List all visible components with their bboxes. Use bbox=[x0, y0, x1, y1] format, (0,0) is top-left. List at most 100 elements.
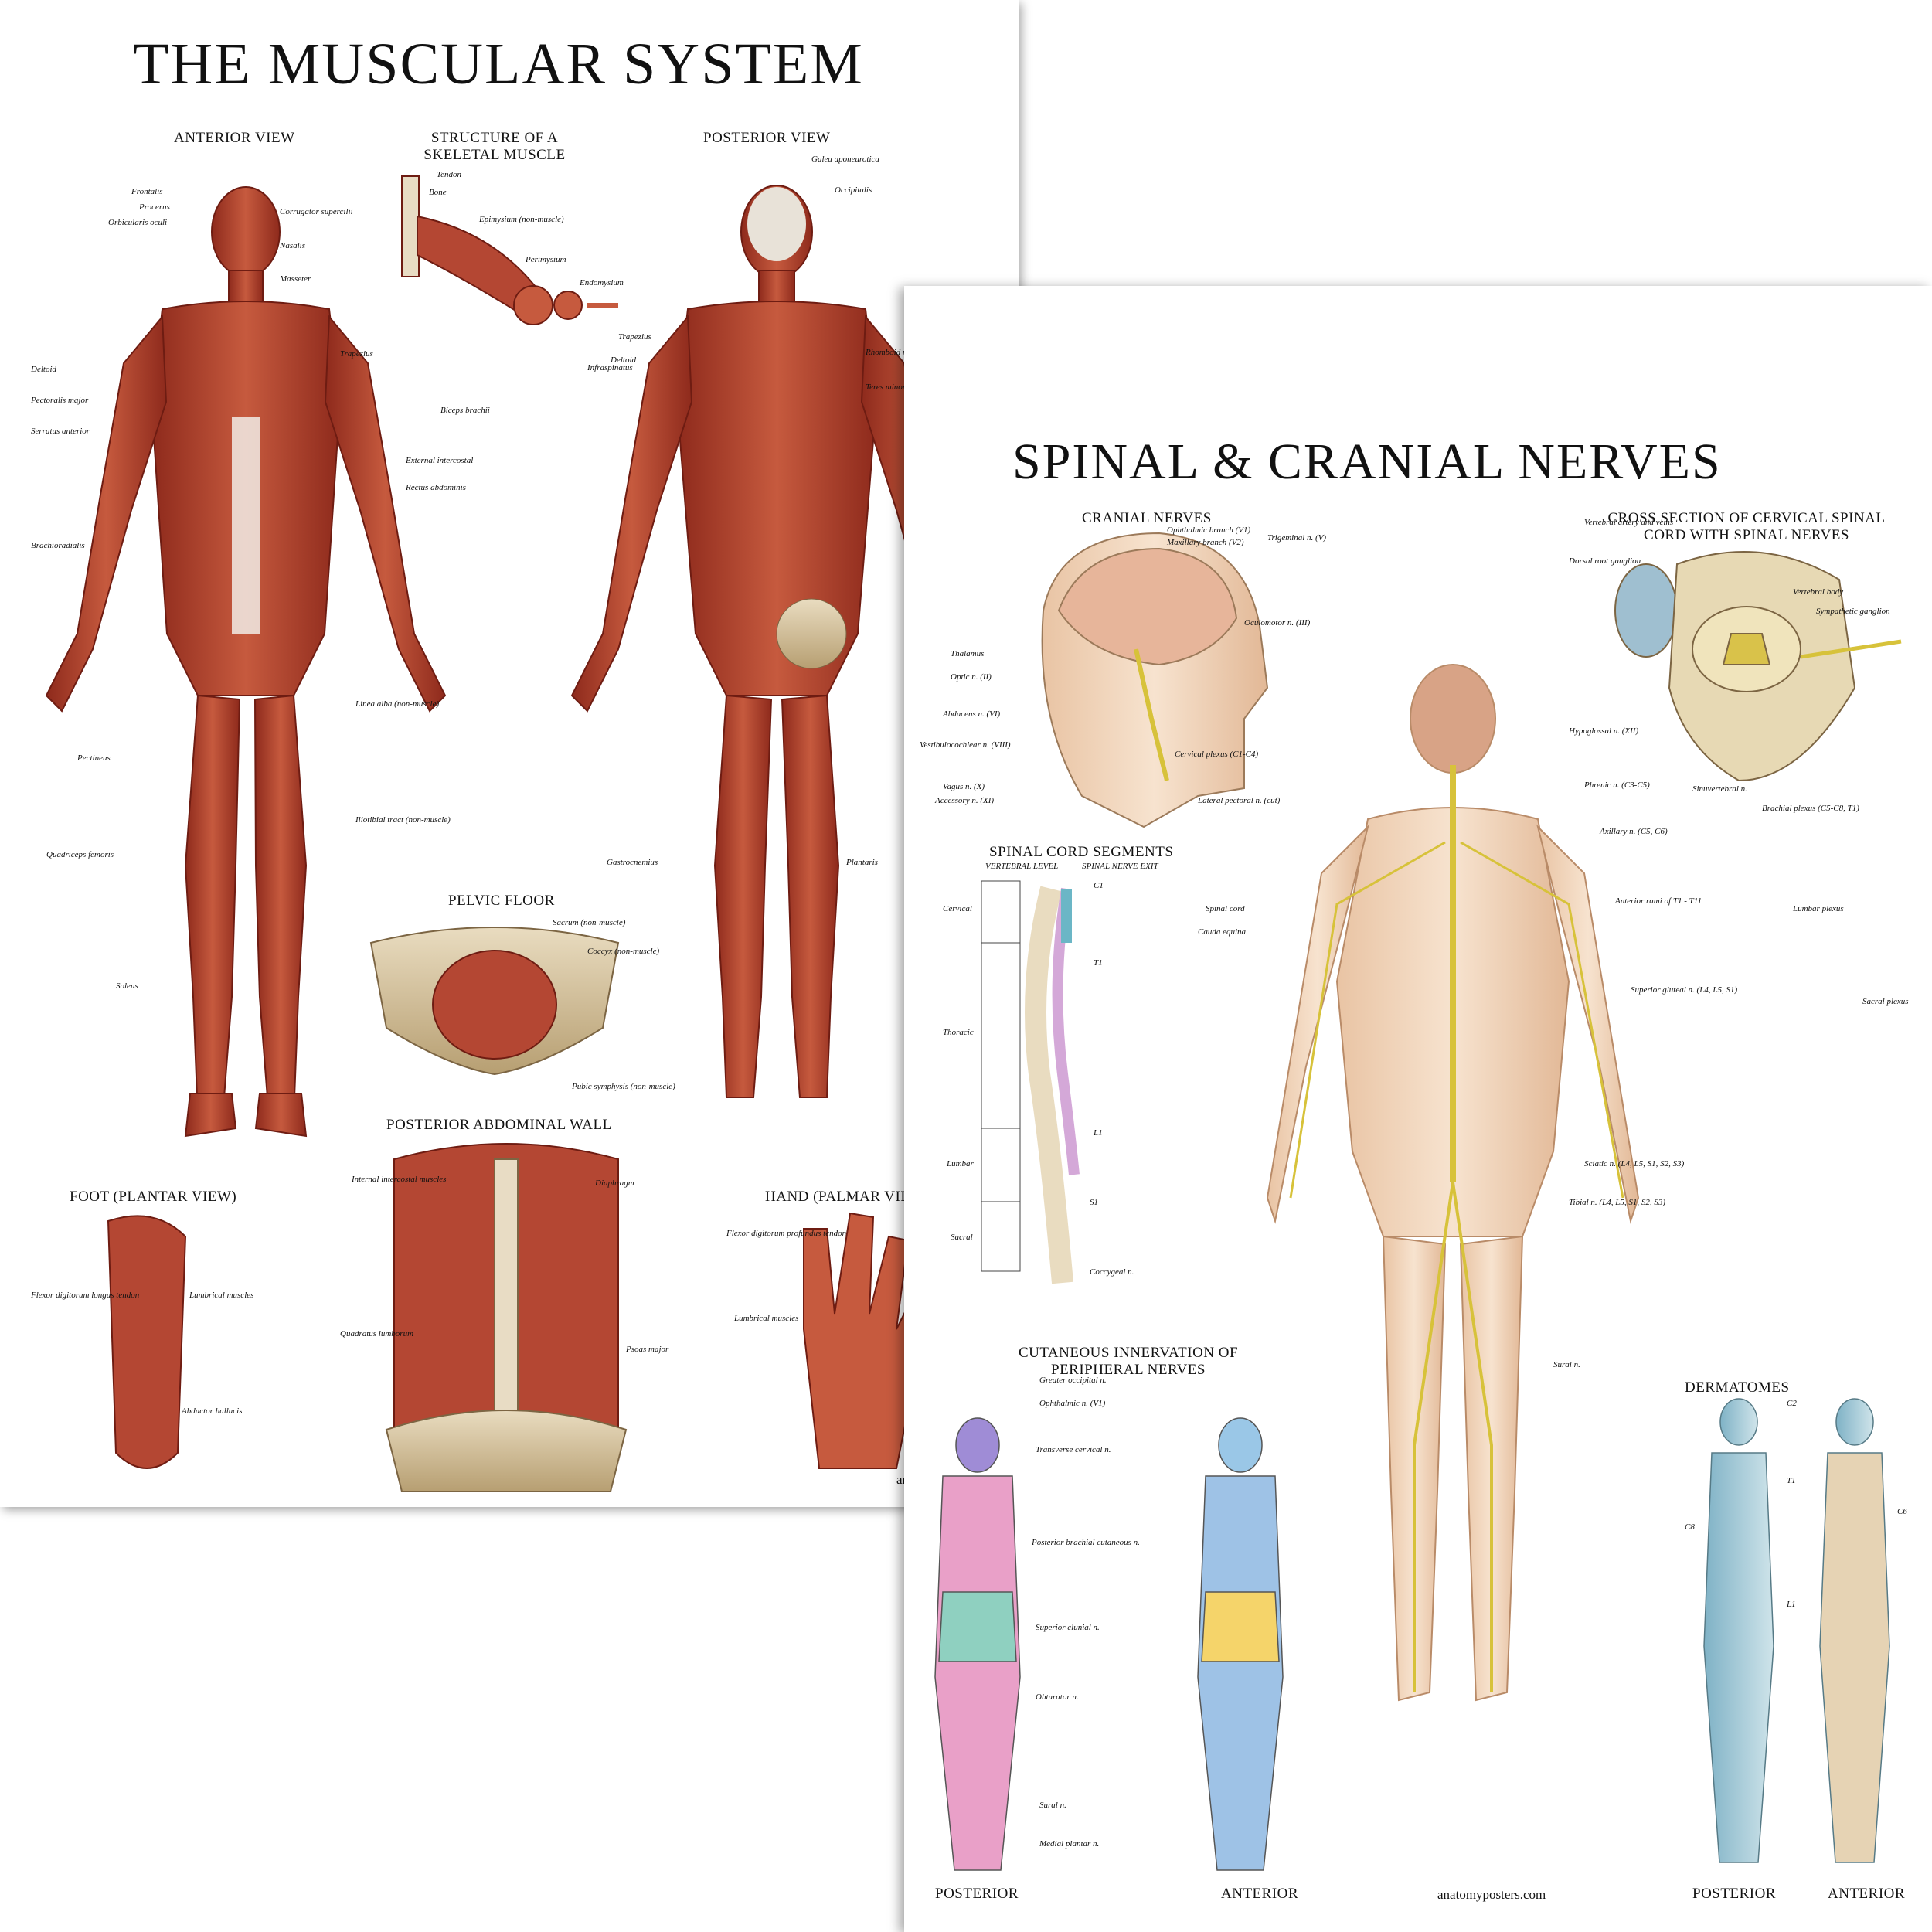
label-occipitalis: Occipitalis bbox=[835, 185, 872, 195]
pelvic-floor-heading: PELVIC FLOOR bbox=[448, 893, 555, 909]
label-cervical-plexus: Cervical plexus (C1-C4) bbox=[1175, 750, 1259, 759]
label-epimysium: Epimysium (non-muscle) bbox=[479, 215, 564, 224]
label-transverse-cervical-cut: Transverse cervical n. bbox=[1036, 1445, 1111, 1454]
label-pectineus: Pectineus bbox=[77, 753, 111, 763]
cutaneous-anterior-label: ANTERIOR bbox=[1221, 1886, 1299, 1902]
label-psoas-major: Psoas major bbox=[626, 1345, 669, 1354]
label-nasalis: Nasalis bbox=[280, 241, 306, 250]
label-lateral-pectoral: Lateral pectoral n. (cut) bbox=[1198, 796, 1281, 805]
label-coccyx: Coccyx (non-muscle) bbox=[587, 947, 660, 956]
label-pectoralis-major: Pectoralis major bbox=[31, 396, 89, 405]
label-foot-fdl-tendon: Flexor digitorum longus tendon bbox=[31, 1291, 140, 1300]
label-abductor-hallucis: Abductor hallucis bbox=[182, 1406, 243, 1416]
foot-heading: FOOT (PLANTAR VIEW) bbox=[70, 1189, 237, 1205]
label-serratus-anterior: Serratus anterior bbox=[31, 427, 90, 436]
label-obturator-cut: Obturator n. bbox=[1036, 1692, 1079, 1702]
cranial-head bbox=[1041, 532, 1269, 828]
label-superior-clunial: Superior clunial n. bbox=[1036, 1623, 1100, 1632]
vertebral-level-header: VERTEBRAL LEVEL bbox=[985, 862, 1059, 871]
label-abducens-n: Abducens n. (VI) bbox=[943, 709, 1001, 719]
label-maxillary-branch: Maxillary branch (V2) bbox=[1167, 538, 1244, 547]
anterior-view-heading: ANTERIOR VIEW bbox=[174, 130, 295, 146]
cranial-nerves-heading: CRANIAL NERVES bbox=[1082, 510, 1212, 526]
label-pubic-symphysis: Pubic symphysis (non-muscle) bbox=[572, 1082, 675, 1091]
label-lumbar-plexus: Lumbar plexus bbox=[1793, 904, 1844, 913]
cutaneous-posterior-label: POSTERIOR bbox=[935, 1886, 1019, 1902]
label-vestibulocochlear: Vestibulocochlear n. (VIII) bbox=[920, 740, 1011, 750]
spinal-nerve-exit-header: SPINAL NERVE EXIT bbox=[1082, 862, 1158, 871]
hand-heading: HAND (PALMAR VIEW) bbox=[765, 1189, 930, 1205]
label-thalamus: Thalamus bbox=[951, 649, 985, 658]
label-frontalis: Frontalis bbox=[131, 187, 163, 196]
pelvic-floor-illustration bbox=[369, 927, 620, 1076]
label-exit-coccygeal: Coccygeal n. bbox=[1090, 1267, 1134, 1277]
label-deltoid: Deltoid bbox=[31, 365, 56, 374]
dermatome-anterior-label: ANTERIOR bbox=[1828, 1886, 1906, 1902]
label-tibial: Tibial n. (L4, L5, S1, S2, S3) bbox=[1569, 1198, 1665, 1207]
label-hypoglossal-body: Hypoglossal n. (XII) bbox=[1569, 726, 1639, 736]
label-anterior-rami: Anterior rami of T1 - T11 bbox=[1615, 896, 1702, 906]
label-thoracic: Thoracic bbox=[943, 1028, 974, 1037]
cross-section-heading: CROSS SECTION OF CERVICAL SPINAL CORD WI… bbox=[1607, 510, 1886, 543]
nerves-footer-url: anatomyposters.com bbox=[1437, 1887, 1546, 1902]
label-derm-c6: C6 bbox=[1897, 1507, 1907, 1516]
spinal-cord-segments-heading: SPINAL CORD SEGMENTS bbox=[989, 844, 1174, 860]
spinal-column-diagram bbox=[981, 880, 1080, 1284]
label-sinuvertebral: Sinuvertebral n. bbox=[1692, 784, 1747, 794]
label-galea: Galea aponeurotica bbox=[811, 155, 879, 164]
label-bone: Bone bbox=[429, 188, 447, 197]
label-quadriceps: Quadriceps femoris bbox=[46, 850, 114, 859]
dermatome-figures bbox=[1703, 1398, 1890, 1863]
label-medial-plantar: Medial plantar n. bbox=[1039, 1839, 1100, 1849]
label-sural-cut: Sural n. bbox=[1039, 1801, 1066, 1810]
label-exit-c1: C1 bbox=[1094, 881, 1104, 890]
label-trapezius-p: Trapezius bbox=[618, 332, 651, 342]
label-quadratus-lumborum: Quadratus lumborum bbox=[340, 1329, 414, 1338]
spinal-cranial-nerves-poster: SPINAL & CRANIAL NERVES CRANIAL NERVES C… bbox=[904, 286, 1932, 1932]
label-iliotibial-tract: Iliotibial tract (non-muscle) bbox=[355, 815, 451, 825]
label-trapezius-a: Trapezius bbox=[340, 349, 373, 359]
nerves-illustrations bbox=[934, 532, 1902, 1871]
label-deltoid-p: Deltoid bbox=[611, 355, 636, 365]
label-linea-alba: Linea alba (non-muscle) bbox=[355, 699, 440, 709]
label-trigeminal: Trigeminal n. (V) bbox=[1267, 533, 1327, 543]
abdominal-wall-illustration bbox=[385, 1143, 628, 1492]
nerve-body-figure bbox=[1266, 664, 1640, 1702]
label-gastrocnemius: Gastrocnemius bbox=[607, 858, 658, 867]
label-cauda-equina: Cauda equina bbox=[1198, 927, 1247, 937]
label-exit-l1: L1 bbox=[1094, 1128, 1103, 1138]
label-procerus: Procerus bbox=[139, 202, 170, 212]
label-ophthalmic-cut: Ophthalmic n. (V1) bbox=[1039, 1399, 1106, 1408]
label-soleus: Soleus bbox=[116, 981, 138, 991]
label-infraspinatus: Infraspinatus bbox=[587, 363, 633, 372]
muscular-system-poster: THE MUSCULAR SYSTEM ANTERIOR VIEW STRUCT… bbox=[0, 0, 1019, 1507]
label-endomysium: Endomysium bbox=[580, 278, 624, 287]
label-brachial-plexus: Brachial plexus (C5-C8, T1) bbox=[1762, 804, 1859, 813]
label-spinal-cord: Spinal cord bbox=[1206, 904, 1245, 913]
label-hand-lumbrical: Lumbrical muscles bbox=[734, 1314, 799, 1323]
label-derm-c2: C2 bbox=[1787, 1399, 1797, 1408]
cutaneous-heading: CUTANEOUS INNERVATION OF PERIPHERAL NERV… bbox=[1018, 1345, 1239, 1378]
label-sacrum: Sacrum (non-muscle) bbox=[553, 918, 626, 927]
label-derm-t1: T1 bbox=[1787, 1476, 1796, 1485]
label-internal-intercostal: Internal intercostal muscles bbox=[352, 1175, 447, 1184]
label-sural: Sural n. bbox=[1553, 1360, 1580, 1369]
label-corrugator: Corrugator supercilii bbox=[280, 207, 353, 216]
label-diaphragm: Diaphragm bbox=[595, 1179, 634, 1188]
label-dorsal-root-ganglion: Dorsal root ganglion bbox=[1569, 556, 1641, 566]
dermatomes-heading: DERMATOMES bbox=[1685, 1379, 1790, 1396]
label-vertebral-body: Vertebral body bbox=[1793, 587, 1844, 597]
label-lumbrical: Lumbrical muscles bbox=[189, 1291, 254, 1300]
label-posterior-brachial: Posterior brachial cutaneous n. bbox=[1032, 1538, 1140, 1547]
structure-heading: STRUCTURE OF A SKELETAL MUSCLE bbox=[423, 130, 566, 163]
label-orbicularis-oculi: Orbicularis oculi bbox=[108, 218, 168, 227]
cutaneous-figures bbox=[934, 1417, 1284, 1871]
label-phrenic: Phrenic n. (C3-C5) bbox=[1584, 781, 1650, 790]
label-masseter: Masseter bbox=[280, 274, 311, 284]
abdominal-wall-heading: POSTERIOR ABDOMINAL WALL bbox=[386, 1117, 612, 1133]
cross-section-illustration bbox=[1614, 551, 1902, 782]
label-oculomotor: Oculomotor n. (III) bbox=[1244, 618, 1311, 628]
label-vagus-n: Vagus n. (X) bbox=[943, 782, 985, 791]
nerves-title: SPINAL & CRANIAL NERVES bbox=[1012, 434, 1722, 490]
label-vertebral-artery: Vertebral artery and veins bbox=[1584, 518, 1674, 527]
